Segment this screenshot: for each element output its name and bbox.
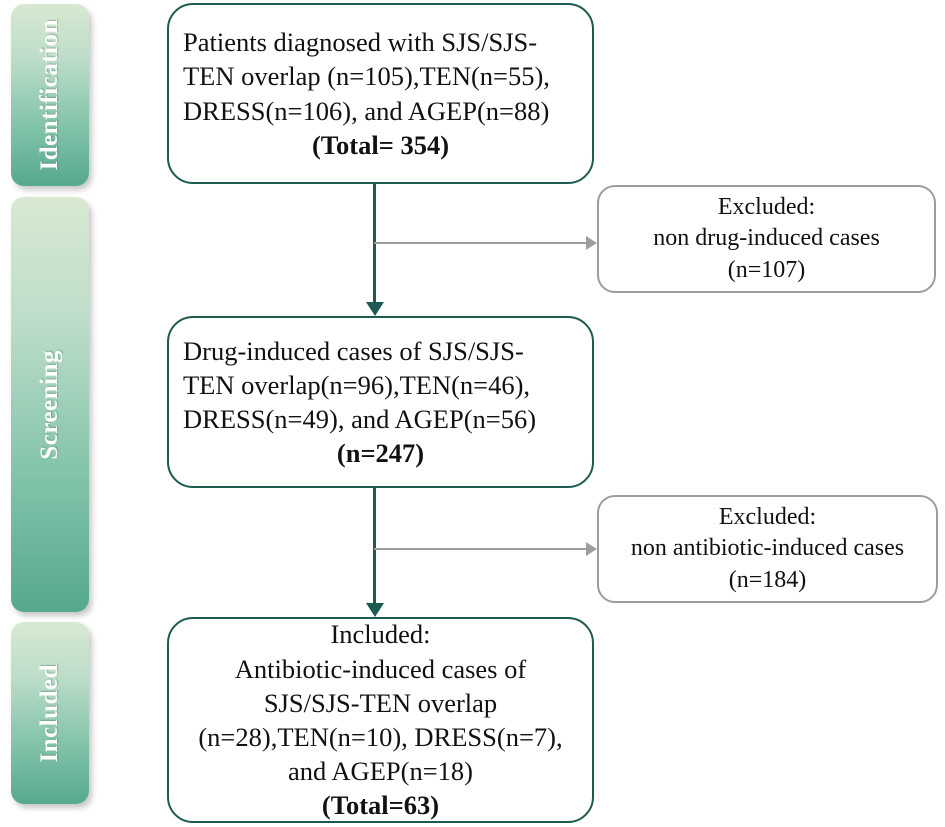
box-screened-line-3: DRESS(n=49), and AGEP(n=56)	[183, 404, 537, 434]
box-patients-identified: Patients diagnosed with SJS/SJS- TEN ove…	[167, 3, 594, 184]
stage-label-identification: Identification	[36, 19, 63, 171]
box-included-antibiotic-induced: Included: Antibiotic-induced cases of SJ…	[167, 617, 594, 823]
box-excluded-1-line-1: Excluded:	[717, 194, 816, 221]
connector-to-excluded-1	[374, 242, 586, 244]
box-included-line-5: and AGEP(n=18)	[288, 756, 473, 787]
box-identified-line-2: TEN overlap (n=105),TEN(n=55),	[183, 61, 550, 92]
connector-screened-to-included	[373, 488, 376, 605]
box-excluded-2-line-1: Excluded:	[718, 504, 817, 531]
connector-arrowhead-right-1	[586, 236, 597, 250]
box-excluded-non-antibiotic-induced: Excluded: non antibiotic-induced cases (…	[597, 495, 938, 603]
box-excluded-1-line-2: non drug-induced cases	[653, 225, 880, 252]
box-screened-total: (n=247)	[336, 438, 425, 469]
box-included-line-1: Included:	[330, 619, 431, 650]
box-identified-line-3: DRESS(n=106), and AGEP(n=88)	[183, 95, 550, 126]
box-included-line-3: SJS/SJS-TEN overlap	[263, 687, 498, 718]
stage-ribbon-screening: Screening	[11, 197, 89, 612]
stage-ribbon-included: Included	[11, 622, 89, 804]
connector-arrowhead-down-2	[366, 603, 384, 617]
box-identified-line-1: Patients diagnosed with SJS/SJS-	[183, 27, 538, 58]
box-screened-line-2: TEN overlap(n=96),TEN(n=46),	[183, 369, 531, 400]
connector-arrowhead-right-2	[586, 542, 597, 556]
box-included-total: (Total=63)	[321, 790, 440, 821]
box-excluded-2-line-2: non antibiotic-induced cases	[630, 535, 905, 562]
box-excluded-non-drug-induced: Excluded: non drug-induced cases (n=107)	[597, 185, 936, 293]
box-identified-total: (Total= 354)	[311, 129, 450, 160]
connector-arrowhead-down-1	[366, 302, 384, 316]
box-excluded-2-count: (n=184)	[728, 566, 807, 593]
connector-identified-to-screened	[373, 184, 376, 304]
box-included-line-4: (n=28),TEN(n=10), DRESS(n=7),	[198, 722, 563, 752]
connector-to-excluded-2	[374, 548, 586, 550]
box-excluded-1-count: (n=107)	[727, 256, 806, 283]
box-included-line-2: Antibiotic-induced cases of	[234, 653, 527, 684]
box-drug-induced-cases: Drug-induced cases of SJS/SJS- TEN overl…	[167, 316, 594, 488]
box-screened-line-1: Drug-induced cases of SJS/SJS-	[183, 335, 524, 366]
stage-ribbon-identification: Identification	[11, 4, 89, 186]
stage-label-screening: Screening	[36, 349, 63, 460]
stage-label-included: Included	[36, 663, 63, 763]
